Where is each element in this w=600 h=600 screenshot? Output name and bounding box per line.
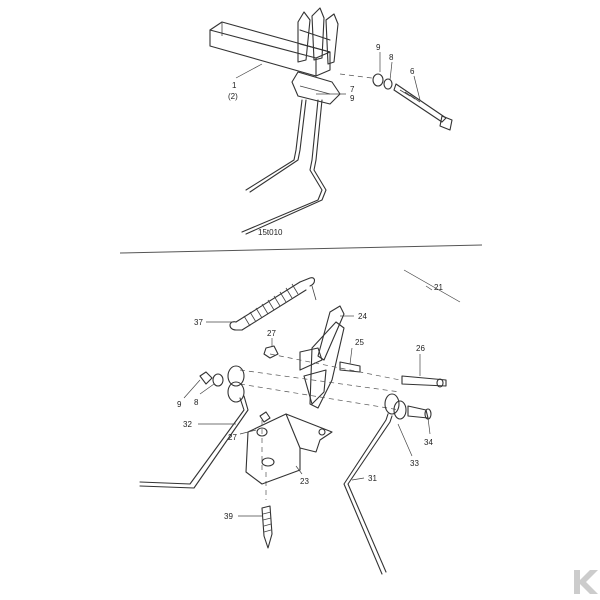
callout-8-upper: 8: [389, 53, 394, 62]
left-spring-tine: [139, 365, 249, 489]
callout-37: 37: [194, 318, 203, 327]
callout-9-upper: 9: [376, 43, 381, 52]
callout-23: 23: [300, 477, 309, 486]
screw: [261, 505, 273, 549]
callout-26: 26: [416, 344, 425, 353]
section-divider: [119, 244, 483, 254]
upper-leaders: [235, 52, 421, 101]
tine-bracket: [291, 7, 341, 105]
right-spring-tine: [343, 393, 432, 575]
square-tube-frame: [209, 21, 331, 77]
callout-27-top: 27: [267, 329, 276, 338]
lower-assembly: 21 37 24 27 25 26 9 8 32 27 34 33 23 31 …: [139, 269, 461, 575]
callout-32: 32: [183, 420, 192, 429]
lower-leaders: [183, 285, 433, 517]
callout-6-upper: 6: [410, 67, 415, 76]
nut-27-top: [263, 345, 279, 359]
callout-21: 21: [434, 283, 443, 292]
callout-1: 1: [232, 81, 237, 90]
upper-assembly: 1 (2) 9 8 6 7 9 15t010: [209, 7, 453, 237]
figure-code: 15t010: [258, 228, 283, 237]
callout-34: 34: [424, 438, 433, 447]
callout-1-qty: (2): [228, 92, 238, 101]
reference-line-21: [403, 269, 461, 303]
callout-9-upper-b: 9: [350, 94, 355, 103]
mounting-bracket: [245, 411, 333, 485]
callout-9-lower: 9: [177, 400, 182, 409]
callout-7-upper: 7: [350, 85, 355, 94]
tension-spring: [229, 277, 317, 331]
callout-33: 33: [410, 459, 419, 468]
spring-tines: [241, 99, 327, 235]
pivot-bracket: [299, 305, 447, 409]
callout-27-lower: 27: [228, 433, 237, 442]
assembly-axes: [239, 353, 401, 500]
k-logo-icon: [574, 570, 598, 594]
left-nut-washer: [199, 371, 224, 387]
bolt-assembly: [339, 73, 453, 131]
callout-24: 24: [358, 312, 367, 321]
callout-25: 25: [355, 338, 364, 347]
callout-8-lower: 8: [194, 398, 199, 407]
callout-31: 31: [368, 474, 377, 483]
callout-39: 39: [224, 512, 233, 521]
